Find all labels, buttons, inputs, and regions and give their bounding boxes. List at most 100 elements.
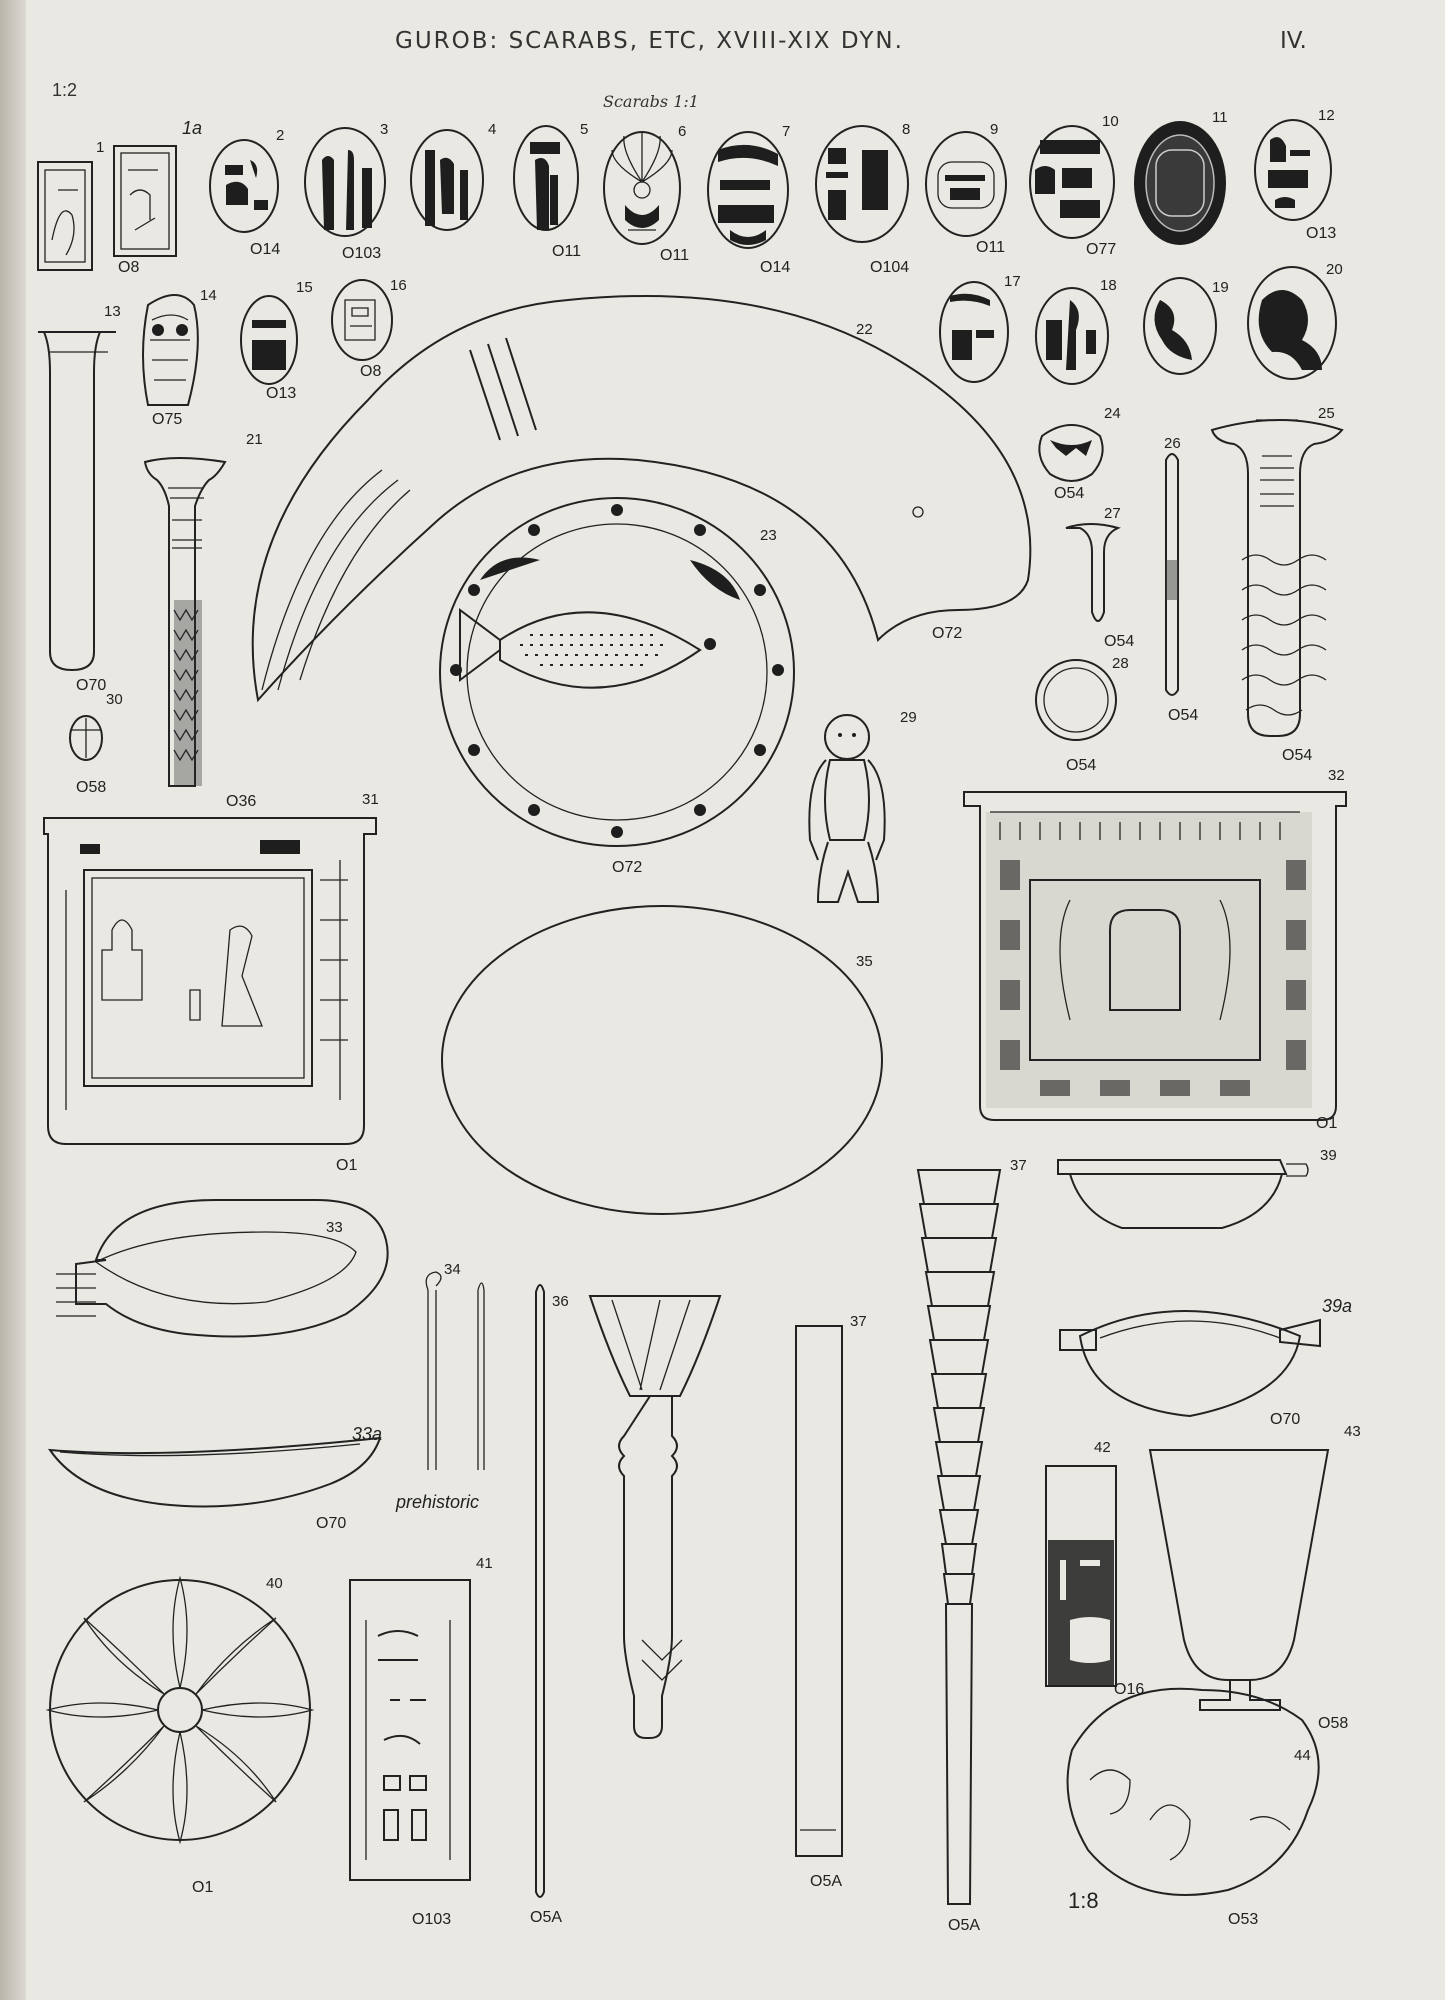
scale-label-top: 1:2 (52, 80, 78, 100)
figure-44-sherd (1066, 1687, 1320, 1896)
figure-code: O14 (250, 241, 280, 258)
figure-number: 19 (1212, 279, 1229, 296)
figure-12-scarab (1254, 119, 1332, 221)
figure-code: O58 (1318, 1715, 1348, 1732)
figure-number: 35 (856, 953, 873, 970)
figure-2-scarab (209, 139, 279, 233)
figure-code: O104 (870, 259, 909, 276)
figure-41-inscribed-tablet (349, 1579, 471, 1881)
figure-code: O54 (1054, 485, 1084, 502)
figure-number: 8 (902, 121, 910, 138)
figure-number: 9 (990, 121, 998, 138)
figure-number: 24 (1104, 405, 1121, 422)
figure-code: O11 (660, 247, 689, 264)
figure-number: 16 (390, 277, 407, 294)
figure-code: O54 (1104, 633, 1134, 650)
figure-code: O36 (226, 793, 256, 810)
figure-42-cartouche-amulet (1045, 1465, 1117, 1687)
figure-code: O70 (76, 677, 106, 694)
figure-number: 22 (856, 321, 873, 338)
figure-number: 21 (246, 431, 263, 448)
figure-5-scarab (513, 125, 579, 231)
plate-title: GUROB: SCARABS, ETC, XVIII-XIX DYN. (395, 28, 904, 54)
figure-10-scarab (1029, 125, 1115, 239)
figure-27-small-bottle (1065, 523, 1121, 622)
shrine-border-blocks (1000, 860, 1306, 1096)
plate-number: IV. (1280, 28, 1307, 54)
figure-number: 41 (476, 1555, 493, 1572)
figure-code: O77 (1086, 241, 1116, 258)
figure-number: 15 (296, 279, 313, 296)
figure-number: 43 (1344, 1423, 1361, 1440)
figure-number: 10 (1102, 113, 1119, 130)
figure-43-goblet (1148, 1449, 1330, 1711)
figure-3-scarab (304, 127, 386, 237)
figure-number: 27 (1104, 505, 1121, 522)
figure-number: 34 (444, 1261, 461, 1278)
figure-number: 13 (104, 303, 121, 320)
figure-number: 29 (900, 709, 917, 726)
plate-header: GUROB: SCARABS, ETC, XVIII-XIX DYN. IV. (0, 28, 1445, 68)
figure-24-small-pot (1038, 424, 1104, 482)
figure-code: O72 (932, 625, 962, 642)
figure-code: O16 (1114, 1681, 1144, 1698)
figure-33a-boat-dish (47, 1436, 382, 1508)
figure-number: 2 (276, 127, 284, 144)
figure-code: O5A (530, 1909, 562, 1926)
figure-7-scarab (707, 131, 789, 249)
figure-code: O13 (266, 385, 296, 402)
figure-code: O54 (1282, 747, 1312, 764)
figure-40-rosette-disc (45, 1575, 315, 1845)
figure-number: 23 (760, 527, 777, 544)
figure-number: 37 (850, 1313, 867, 1330)
figure-number: 28 (1112, 655, 1129, 672)
figure-number: 37 (1010, 1157, 1027, 1174)
figure-30-small-scarab (69, 715, 103, 761)
figure-34-pins (425, 1271, 485, 1470)
figure-25-decorated-vase (1210, 419, 1344, 737)
figure-number: 1 (96, 139, 104, 156)
figure-number: 11 (1212, 109, 1228, 126)
figure-number: 31 (362, 791, 379, 808)
scarab-caption: Scarabs 1:1 (603, 92, 699, 111)
figure-6-scarab (603, 131, 681, 245)
figure-1-plaque (37, 161, 93, 271)
figure-20-scarab (1247, 266, 1337, 380)
figure-number: 39a (1322, 1296, 1352, 1316)
figure-code: O5A (948, 1917, 980, 1934)
figure-code: O53 (1228, 1911, 1258, 1928)
figure-38-stacked-column (916, 1169, 1002, 1905)
figure-code: O70 (316, 1515, 346, 1532)
figure-number: 4 (488, 121, 496, 138)
figure-code: O54 (1168, 707, 1198, 724)
figure-number: 1a (182, 118, 202, 138)
figure-9-scarab (925, 131, 1007, 237)
figure-number: 25 (1318, 405, 1335, 422)
figure-code: O58 (76, 779, 106, 796)
figure-17-scarab (939, 281, 1009, 383)
figure-number: 3 (380, 121, 388, 138)
figure-code: O1 (192, 1879, 213, 1896)
figure-number: 30 (106, 691, 123, 708)
figure-31-relief-plaque (43, 817, 377, 1145)
figure-number: 44 (1294, 1747, 1311, 1764)
figure-number: 32 (1328, 767, 1345, 784)
figure-23-fish-dish (439, 497, 795, 847)
figure-code: O1 (1316, 1115, 1337, 1132)
figure-26-kohl-stick (1165, 453, 1179, 696)
figure-22-curved-object (251, 295, 1032, 703)
figure-35-mirror (441, 905, 883, 1739)
figure-21-column-vase (143, 457, 227, 787)
book-binding-shadow (0, 0, 26, 2000)
figure-39a-handled-bowl (1059, 1310, 1321, 1418)
figure-19-scarab (1143, 277, 1217, 375)
figure-11-scarab (1134, 121, 1226, 245)
figure-4-scarab (410, 129, 484, 231)
figure-number: 17 (1004, 273, 1021, 290)
figure-29-figurine (808, 714, 886, 903)
figure-15-scarab (240, 295, 298, 385)
figure-code: O13 (1306, 225, 1336, 242)
figure-number: 42 (1094, 1439, 1111, 1456)
figure-code: O5A (810, 1873, 842, 1890)
